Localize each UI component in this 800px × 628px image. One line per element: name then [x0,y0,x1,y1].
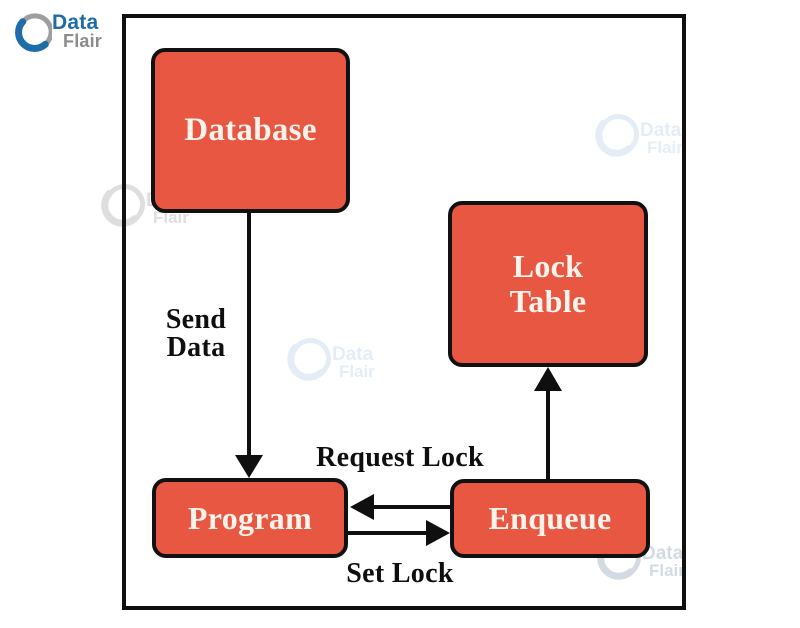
node-lock-table-label-line1: Lock [512,248,584,284]
node-database-label: Database [184,112,317,148]
logo-text-data: Data [52,11,99,34]
edge-label-set-lock: Set Lock [346,558,454,589]
node-program: Program [152,478,348,558]
dataflair-logo-icon [15,13,52,52]
edge-label-request-lock: Request Lock [316,442,484,473]
node-lock-table: Lock Table [448,201,648,367]
node-program-label: Program [187,499,313,536]
node-lock-table-label-line2: Table [509,283,587,319]
edge-label-send-data-line2: Data [166,332,226,363]
node-enqueue: Enqueue [450,479,650,558]
diagram-frame [122,14,686,610]
node-database: Database [151,48,350,213]
dataflair-logo: Data Flair [8,5,128,59]
edge-label-send-data: Send Data [136,306,256,362]
node-enqueue-label: Enqueue [488,500,612,536]
logo-text-flair: Flair [63,31,103,51]
edge-label-send-data-line1: Send [165,304,227,335]
